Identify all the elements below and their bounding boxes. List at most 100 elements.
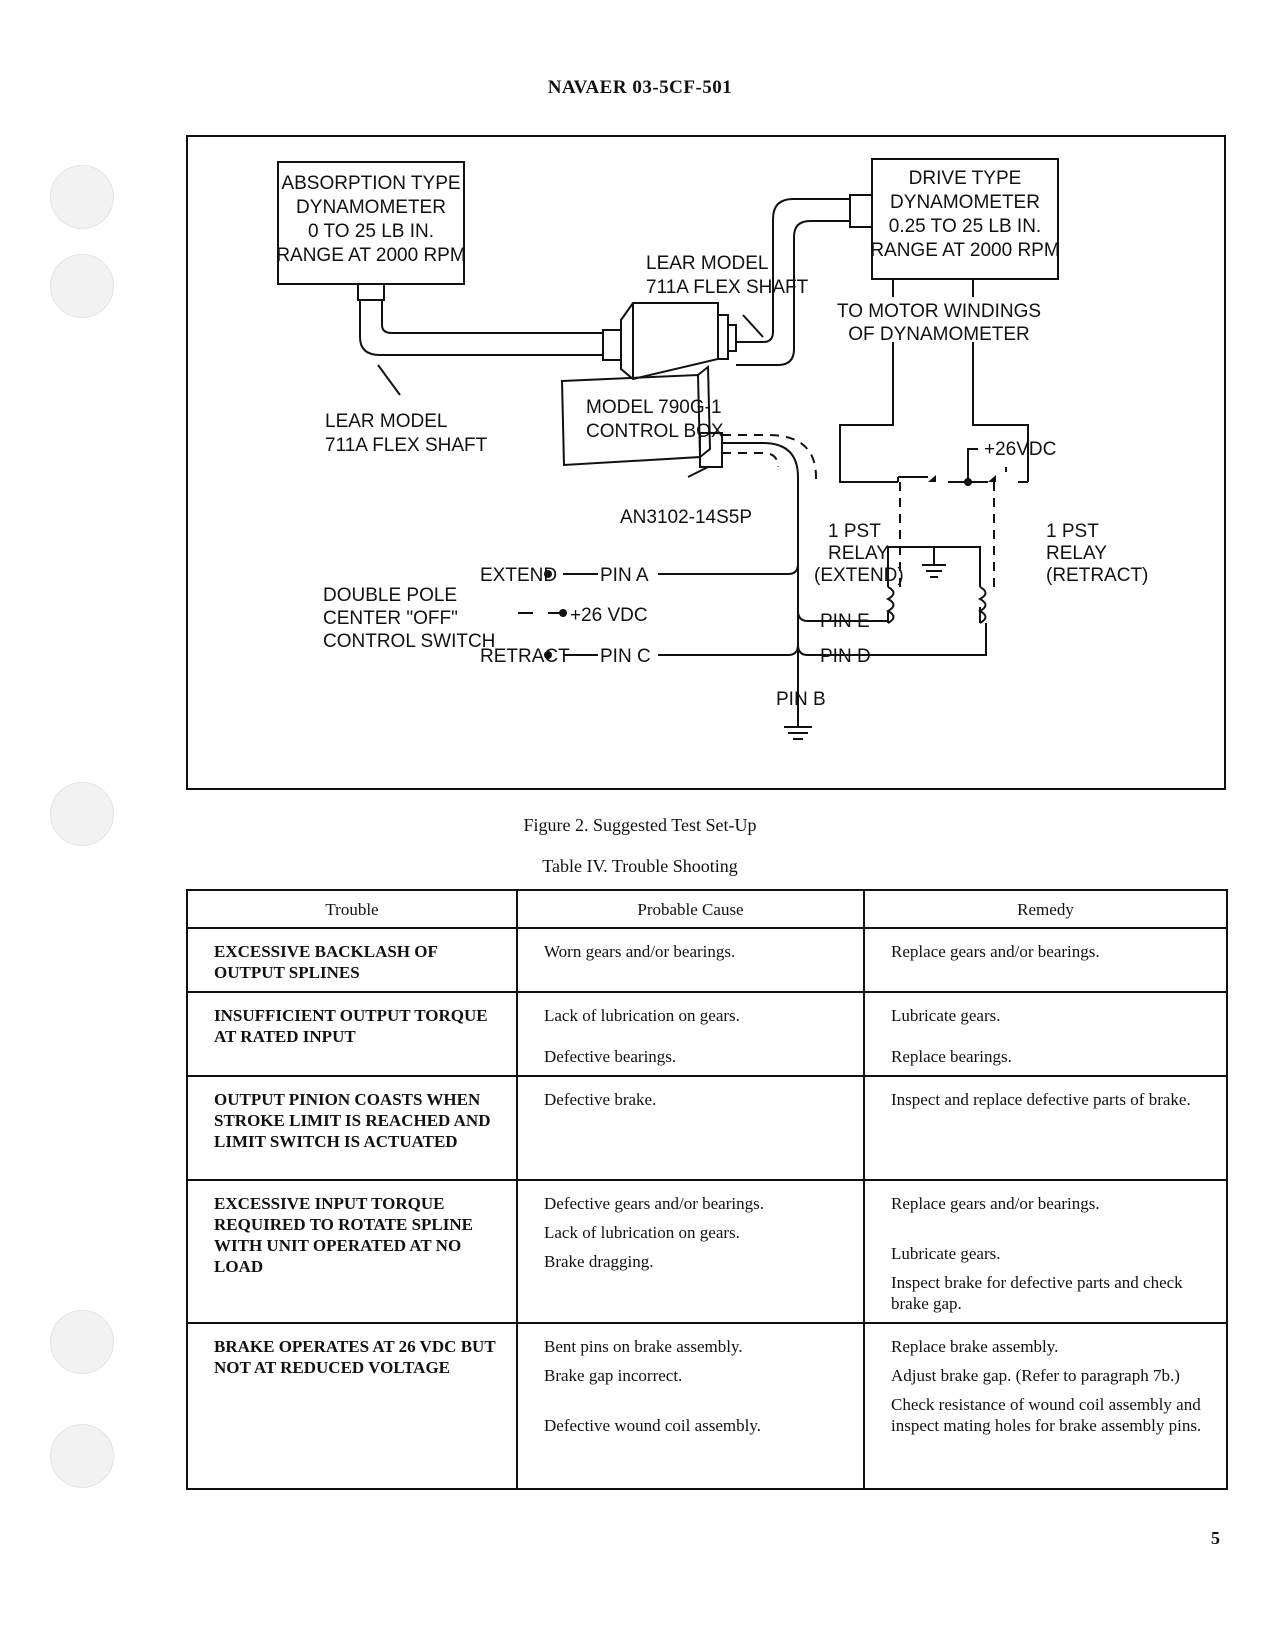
lower-shaft-leader: [377, 364, 401, 396]
retract-label: RETRACT: [480, 646, 570, 667]
relay-retract-label-line-2: RELAY: [1046, 543, 1107, 564]
lower-shaft-label-line-1: LEAR MODEL: [325, 411, 447, 432]
table-row: BRAKE OPERATES AT 26 VDC BUT NOT AT REDU…: [186, 1322, 1228, 1490]
remedy-entry: Replace gears and/or bearings.: [891, 942, 1100, 961]
pin-d-label: PIN D: [820, 646, 871, 667]
flex-shaft-fitting: [357, 283, 385, 301]
pin-a-label: PIN A: [600, 565, 649, 586]
switch-supply-label: +26 VDC: [570, 605, 648, 626]
table-row: INSUFFICIENT OUTPUT TORQUE AT RATED INPU…: [186, 991, 1228, 1077]
absorption-label-line-1: ABSORPTION TYPE: [281, 173, 460, 194]
relay-retract-label-line-1: 1 PST: [1046, 521, 1099, 542]
cause-entry: Defective wound coil assembly.: [544, 1416, 761, 1435]
header-trouble: Trouble: [186, 889, 518, 929]
switch-label-line-1: DOUBLE POLE: [323, 585, 457, 606]
remedy-entry: Inspect brake for defective parts and ch…: [891, 1273, 1183, 1313]
page-number: 5: [1211, 1528, 1220, 1548]
table-row: OUTPUT PINION COASTS WHEN STROKE LIMIT I…: [186, 1075, 1228, 1181]
switch-label-line-3: CONTROL SWITCH: [323, 631, 495, 652]
remedy-entry: Check resistance of wound coil assembly …: [891, 1395, 1202, 1435]
pin-b-label: PIN B: [776, 689, 826, 710]
trouble-shooting-table: Trouble Probable Cause Remedy EXCESSIVE …: [186, 889, 1228, 1490]
flex-shaft-upper-tube: [736, 198, 850, 343]
relay-extend-label-line-2: RELAY: [828, 543, 889, 564]
connector-leader: [687, 466, 709, 478]
table-row: EXCESSIVE BACKLASH OF OUTPUT SPLINES Wor…: [186, 927, 1228, 993]
control-box: [560, 373, 702, 467]
absorption-label-line-4: RANGE AT 2000 RPM: [276, 245, 465, 266]
figure-caption: Figure 2. Suggested Test Set-Up: [523, 815, 757, 835]
trouble-cell: EXCESSIVE BACKLASH OF OUTPUT SPLINES: [186, 927, 518, 993]
remedy-entry: Lubricate gears.: [891, 1244, 1001, 1263]
remedy-cell: Replace gears and/or bearings. Lubricate…: [863, 1179, 1228, 1324]
control-box-label-line-2: CONTROL BOX: [586, 421, 724, 442]
cause-entry: Defective gears and/or bearings.: [544, 1194, 764, 1213]
table-row: EXCESSIVE INPUT TORQUE REQUIRED TO ROTAT…: [186, 1179, 1228, 1324]
remedy-cell: Lubricate gears. Replace bearings.: [863, 991, 1228, 1077]
remedy-entry: Replace brake assembly.: [891, 1337, 1059, 1356]
cause-cell: Defective gears and/or bearings. Lack of…: [516, 1179, 865, 1324]
relay-extend-label-line-1: 1 PST: [828, 521, 881, 542]
wiring-diagram-svg: ABSORPTION TYPE DYNAMOMETER 0 TO 25 LB I…: [276, 158, 1148, 740]
control-box-label-line-1: MODEL 790G-1: [586, 397, 722, 418]
connector-an3102: [699, 432, 723, 468]
cause-entry: Worn gears and/or bearings.: [544, 942, 736, 961]
cause-entry: Bent pins on brake assembly.: [544, 1337, 743, 1356]
cause-entry: Brake dragging.: [544, 1252, 654, 1271]
cause-cell: Worn gears and/or bearings.: [516, 927, 865, 993]
drive-label-line-2: DYNAMOMETER: [890, 192, 1040, 213]
cause-entry: Defective brake.: [544, 1090, 657, 1109]
remedy-entry: Replace bearings.: [891, 1047, 1012, 1066]
flex-shaft-lower-tube: [359, 300, 603, 356]
remedy-entry: Adjust brake gap. (Refer to paragraph 7b…: [891, 1366, 1180, 1385]
remedy-cell: Inspect and replace defective parts of b…: [863, 1075, 1228, 1181]
table-caption: Table IV. Trouble Shooting: [542, 856, 738, 876]
document-header: NAVAER 03-5CF-501: [547, 77, 733, 98]
upper-shaft-label-line-2: 711A FLEX SHAFT: [646, 277, 809, 298]
absorption-label-line-3: 0 TO 25 LB IN.: [308, 221, 434, 242]
motor-windings-label-line-1: TO MOTOR WINDINGS: [837, 301, 1041, 322]
cause-cell: Lack of lubrication on gears. Defective …: [516, 991, 865, 1077]
remedy-entry: Replace gears and/or bearings.: [891, 1194, 1100, 1213]
lower-shaft-label-line-2: 711A FLEX SHAFT: [325, 435, 488, 456]
header-probable-cause: Probable Cause: [516, 889, 865, 929]
cause-entry: Brake gap incorrect.: [544, 1366, 683, 1385]
table-header-row: Trouble Probable Cause Remedy: [186, 889, 1228, 929]
cause-entry: Defective bearings.: [544, 1047, 677, 1066]
test-setup-diagram: ABSORPTION TYPE DYNAMOMETER 0 TO 25 LB I…: [186, 135, 1226, 790]
remedy-entry: Lubricate gears.: [891, 1006, 1001, 1025]
trouble-cell: EXCESSIVE INPUT TORQUE REQUIRED TO ROTAT…: [186, 1179, 518, 1324]
motor-windings-label-line-2: OF DYNAMOMETER: [848, 324, 1030, 345]
drive-label-line-1: DRIVE TYPE: [909, 168, 1022, 189]
header-remedy: Remedy: [863, 889, 1228, 929]
punch-hole: [50, 782, 114, 846]
cause-entry: Lack of lubrication on gears.: [544, 1223, 740, 1242]
trouble-cell: INSUFFICIENT OUTPUT TORQUE AT RATED INPU…: [186, 991, 518, 1077]
cause-cell: Defective brake.: [516, 1075, 865, 1181]
relay-extend-label-line-3: (EXTEND): [814, 565, 904, 586]
remedy-entry: Inspect and replace defective parts of b…: [891, 1090, 1191, 1109]
cause-cell: Bent pins on brake assembly. Brake gap i…: [516, 1322, 865, 1490]
trouble-cell: BRAKE OPERATES AT 26 VDC BUT NOT AT REDU…: [186, 1322, 518, 1490]
upper-shaft-leader: [742, 314, 764, 338]
relay-supply-label: +26VDC: [984, 439, 1056, 460]
absorption-label-line-2: DYNAMOMETER: [296, 197, 446, 218]
pin-e-label: PIN E: [820, 611, 870, 632]
punch-hole: [50, 1310, 114, 1374]
trouble-cell: OUTPUT PINION COASTS WHEN STROKE LIMIT I…: [186, 1075, 518, 1181]
connector-label: AN3102-14S5P: [620, 507, 752, 528]
punch-hole: [50, 165, 114, 229]
punch-hole: [50, 254, 114, 318]
pin-c-label: PIN C: [600, 646, 651, 667]
punch-hole: [50, 1424, 114, 1488]
extend-label: EXTEND: [480, 565, 557, 586]
switch-label-line-2: CENTER "OFF": [323, 608, 458, 629]
cause-entry: Lack of lubrication on gears.: [544, 1006, 740, 1025]
remedy-cell: Replace brake assembly. Adjust brake gap…: [863, 1322, 1228, 1490]
upper-shaft-label-line-1: LEAR MODEL: [646, 253, 768, 274]
control-unit-body: [620, 302, 719, 381]
drive-label-line-3: 0.25 TO 25 LB IN.: [889, 216, 1041, 237]
remedy-cell: Replace gears and/or bearings.: [863, 927, 1228, 993]
drive-label-line-4: RANGE AT 2000 RPM: [870, 240, 1059, 261]
relay-retract-label-line-3: (RETRACT): [1046, 565, 1148, 586]
